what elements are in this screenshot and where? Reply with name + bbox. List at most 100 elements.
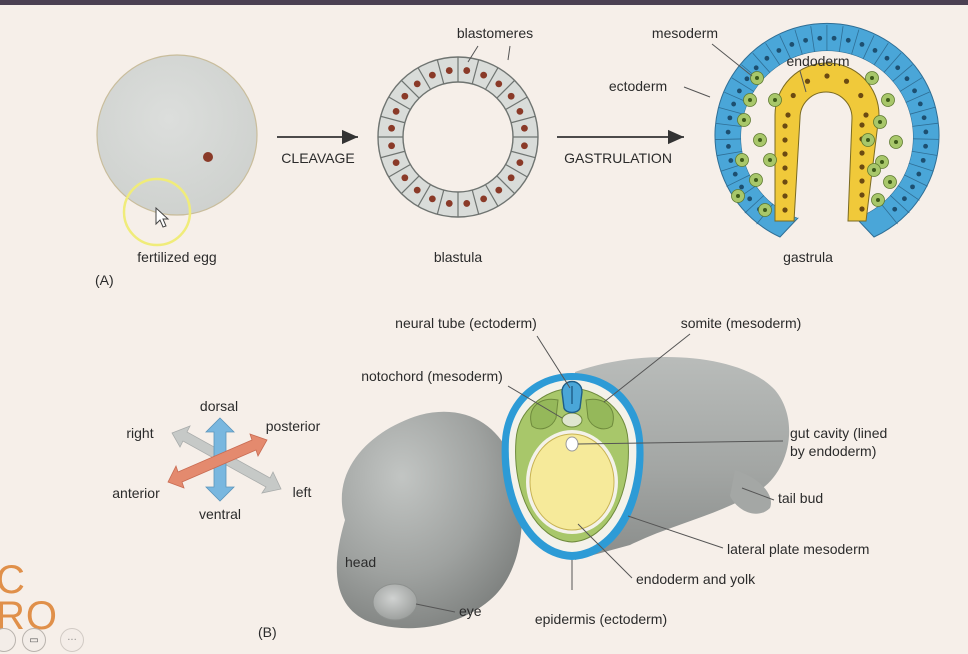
egg-nucleus: [203, 152, 213, 162]
blastomere-nucleus: [516, 107, 524, 115]
gut-cavity-label-2: by endoderm): [790, 443, 876, 459]
endoderm-nucleus: [782, 193, 788, 199]
ectoderm-nucleus: [753, 65, 759, 71]
mesoderm-nucleus: [880, 160, 884, 164]
blastula: [377, 56, 539, 218]
ectoderm-divider: [851, 29, 860, 55]
axis-dorsal: dorsal: [200, 398, 238, 414]
mouse-cursor: [122, 177, 192, 247]
ectoderm-divider: [905, 91, 930, 103]
axis-posterior: posterior: [266, 418, 321, 434]
ectoderm-divider: [862, 35, 875, 60]
mesoderm-label: mesoderm: [652, 25, 718, 41]
ectoderm-nucleus: [732, 171, 738, 177]
ectoderm-nucleus: [726, 144, 731, 149]
blastomere-divider: [380, 115, 406, 124]
fertilized-egg: [96, 54, 258, 216]
mesoderm-nucleus: [866, 138, 870, 142]
ectoderm-divider: [912, 122, 939, 127]
endoderm-yolk: [529, 433, 615, 531]
ectoderm-nucleus: [736, 88, 742, 94]
blastomere-divider: [417, 67, 432, 90]
ectoderm-divider: [718, 107, 745, 115]
panel-b-label: (B): [258, 624, 277, 640]
ectoderm-divider: [731, 77, 755, 92]
endoderm-nucleus: [782, 137, 788, 143]
axis-left: left: [293, 484, 312, 500]
blastomere-divider: [401, 175, 420, 194]
ectoderm-nucleus: [917, 101, 923, 107]
mesoderm-nucleus: [894, 140, 898, 144]
somite-left: [530, 398, 559, 430]
epidermis-label: epidermis (ectoderm): [535, 611, 667, 627]
brand-logo-line1: C: [0, 558, 26, 602]
ectoderm-divider: [899, 77, 923, 92]
blastomere-nucleus: [516, 159, 524, 167]
ectoderm-nucleus: [910, 184, 915, 190]
blastomere-nucleus: [392, 159, 400, 167]
ectoderm-nucleus: [776, 48, 782, 53]
ectoderm-nucleus: [731, 101, 737, 107]
endoderm-label: endoderm: [786, 53, 849, 69]
ectoderm-divider: [873, 42, 889, 66]
blastomere-nucleus: [521, 142, 528, 150]
ectoderm-nucleus: [921, 115, 927, 121]
mesoderm-nucleus: [878, 120, 882, 124]
ectoderm-divider: [779, 35, 792, 60]
ectoderm-nucleus: [872, 48, 878, 53]
blastomere-nucleus: [463, 200, 471, 207]
axis-right: right: [126, 425, 153, 441]
blastomere-nucleus: [388, 124, 395, 132]
ectoderm-cells: [715, 24, 939, 225]
ectoderm-divider: [909, 106, 936, 115]
blastomere-nucleus: [495, 186, 503, 194]
ectoderm-divider: [810, 26, 815, 52]
endoderm-nucleus: [782, 165, 788, 171]
ectoderm-divider: [897, 185, 920, 201]
gastrulation-label: GASTRULATION: [564, 150, 672, 166]
blastomere-nucleus: [401, 174, 409, 182]
gastrula-label: gastrula: [783, 249, 833, 265]
ectoderm-divider: [716, 150, 743, 157]
blastomere-divider: [388, 163, 411, 178]
blastomere-divider: [436, 189, 445, 215]
ectoderm-divider: [908, 162, 934, 172]
blastomere-divider: [496, 80, 515, 99]
notochord: [561, 412, 583, 428]
endoderm-nucleus: [863, 112, 869, 118]
blastomere-divider: [496, 175, 515, 194]
axis-ventral: ventral: [199, 506, 241, 522]
blastomere-nucleus: [428, 195, 436, 203]
camera-button[interactable]: ▭: [22, 628, 46, 652]
tail-bud-label: tail bud: [778, 490, 823, 506]
blastomere-nucleus: [413, 186, 421, 194]
mesoderm-nucleus: [740, 158, 744, 162]
blastomere-nucleus: [507, 174, 515, 182]
blastomere-divider: [417, 184, 432, 207]
ectoderm-divider: [911, 150, 938, 156]
mesoderm-cells: [731, 71, 903, 217]
endoderm-nucleus: [859, 192, 865, 198]
blastomere-divider: [505, 96, 528, 111]
blastomere-nucleus: [392, 107, 400, 115]
mesoderm-nucleus: [758, 138, 762, 142]
ectoderm-divider: [726, 174, 751, 187]
mesoderm-nucleus: [754, 178, 758, 182]
blastomere-cells: [378, 57, 538, 217]
ectoderm-nucleus: [845, 37, 851, 43]
ectoderm-nucleus: [895, 65, 901, 71]
blastomere-divider: [505, 163, 528, 178]
blastomere-nucleus: [401, 92, 409, 100]
body-axes: [167, 417, 282, 502]
more-options-button[interactable]: ···: [60, 628, 84, 652]
blastomere-divider: [471, 59, 480, 85]
lateral-plate-label: lateral plate mesoderm: [727, 541, 869, 557]
ectoderm-nucleus: [904, 76, 910, 82]
axis-anterior: anterior: [112, 485, 160, 501]
ectoderm-nucleus: [912, 88, 917, 94]
ectoderm-nucleus: [739, 184, 744, 190]
blastomere-divider: [484, 184, 499, 207]
endoderm-nucleus: [859, 150, 865, 156]
mesoderm-nucleus: [886, 98, 890, 102]
